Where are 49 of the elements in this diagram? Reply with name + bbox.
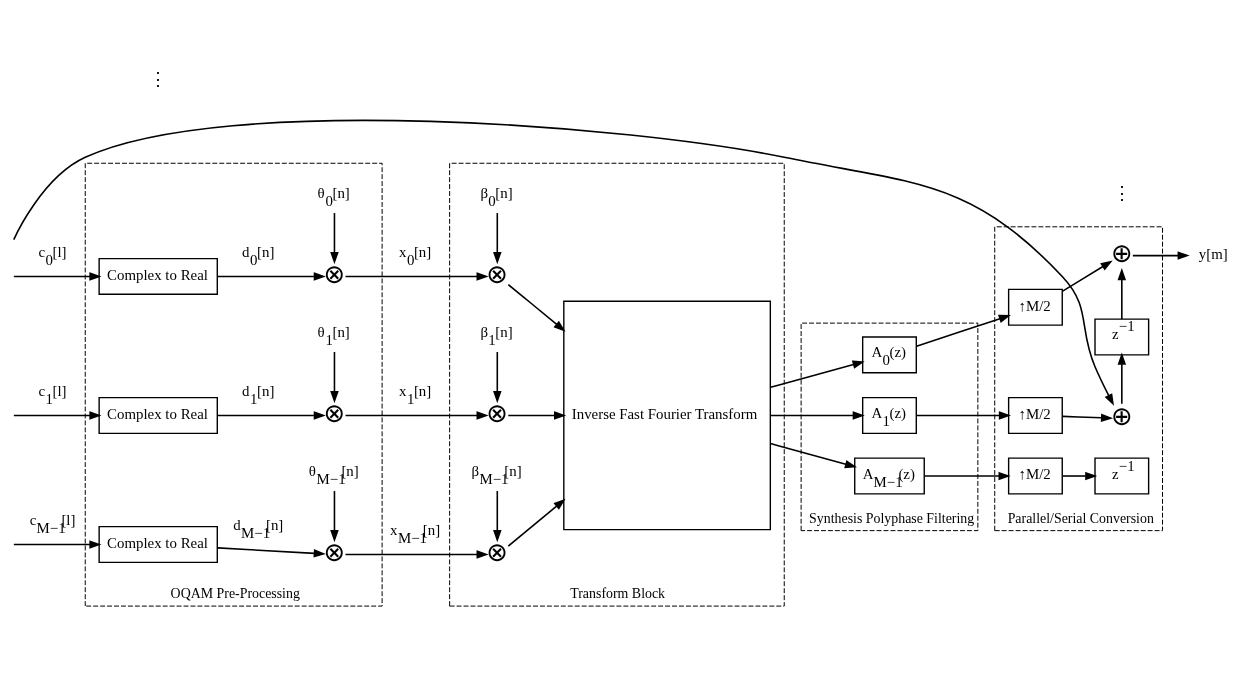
node-box: Complex to Real	[98, 396, 218, 434]
arrow	[344, 550, 489, 559]
arrow	[344, 272, 489, 281]
arrow	[216, 411, 326, 420]
node-box: ↑M/2	[1007, 288, 1063, 326]
arrow	[330, 212, 339, 265]
node-box: Inverse Fast Fourier Transform	[563, 300, 772, 531]
label: ⋮	[149, 69, 168, 90]
arrow	[507, 283, 566, 332]
node-text: ⊕	[1110, 237, 1133, 268]
node-box: Complex to Real	[98, 257, 218, 295]
arrow	[1132, 251, 1190, 260]
node-text: ⊗	[323, 536, 346, 567]
arrow	[493, 490, 502, 543]
node-box: Complex to Real	[98, 525, 218, 564]
arrow	[915, 314, 1011, 348]
arrow	[507, 498, 566, 547]
node-box: ↑M/2	[1007, 457, 1063, 495]
label: ⋮	[1112, 183, 1131, 204]
node-box: ↑M/2	[1007, 396, 1063, 434]
arrow	[769, 411, 865, 420]
arrow	[923, 471, 1011, 481]
node-text: ⊗	[486, 397, 508, 428]
node-text: ⊗	[323, 397, 346, 428]
arrow	[13, 411, 102, 420]
arrow	[216, 272, 326, 281]
node-text: ⊗	[323, 258, 346, 289]
arrow	[769, 442, 857, 469]
arrow	[915, 411, 1011, 420]
arrow	[12, 119, 1114, 406]
arrow	[13, 540, 102, 549]
node-text: ⊕	[1110, 400, 1133, 431]
arrow	[1061, 413, 1114, 422]
arrow	[13, 272, 102, 281]
arrow	[1061, 260, 1113, 292]
node-text: ⊗	[486, 258, 508, 289]
arrow	[507, 411, 567, 420]
arrow	[330, 490, 339, 543]
arrow	[493, 212, 502, 265]
arrow	[1061, 471, 1098, 481]
node-text: ⊗	[486, 536, 508, 567]
arrow	[344, 411, 489, 420]
arrow	[1117, 352, 1127, 405]
arrow	[1117, 268, 1127, 320]
arrow	[769, 360, 865, 389]
arrow	[216, 547, 326, 558]
arrow	[493, 351, 502, 404]
arrow	[330, 351, 339, 404]
node-text: y[m]	[1198, 246, 1228, 263]
